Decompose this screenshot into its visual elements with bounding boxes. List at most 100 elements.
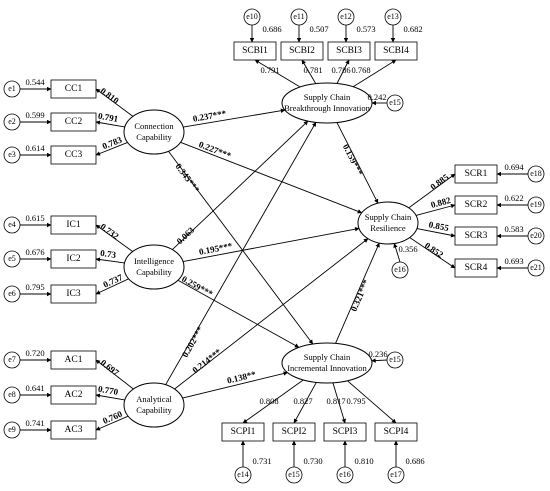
error-e13 bbox=[384, 8, 402, 26]
indicator-scr1-label: SCR1 bbox=[465, 169, 488, 179]
error-e8-label: e8 bbox=[8, 390, 16, 399]
path-cc-to-scr bbox=[180, 141, 363, 214]
path-coef-scbi-to-scr: 0.159*** bbox=[341, 142, 365, 177]
error-e8 bbox=[3, 386, 21, 404]
loading-ic3: 0.737 bbox=[102, 272, 125, 290]
variance-e20: 0.583 bbox=[504, 224, 523, 234]
variance-e2: 0.599 bbox=[25, 110, 44, 120]
path-scbi-to-scr bbox=[336, 122, 379, 204]
indicator-ic3-label: IC3 bbox=[66, 289, 81, 299]
error-e4 bbox=[3, 216, 21, 234]
indicator-scr4 bbox=[454, 258, 498, 278]
error-e11 bbox=[290, 8, 308, 26]
error-e18-label: e18 bbox=[530, 169, 542, 178]
disturbance-scr-label: e16 bbox=[394, 265, 406, 274]
latent-cc bbox=[123, 109, 185, 155]
latent-scr bbox=[357, 201, 419, 245]
path-ac-to-scr bbox=[174, 238, 369, 390]
indicator-scbi3 bbox=[327, 41, 371, 61]
error-e1-label: e1 bbox=[8, 84, 16, 93]
loading-path-scpi3 bbox=[332, 382, 346, 424]
path-coef-ac-to-scr: 0.214*** bbox=[190, 346, 223, 375]
error-e2 bbox=[3, 113, 21, 131]
indicator-ac3-label: AC3 bbox=[65, 425, 83, 435]
path-coef-ac-to-scii: 0.138** bbox=[226, 369, 257, 386]
variance-e1: 0.544 bbox=[25, 77, 45, 87]
disturbance-path-scii bbox=[371, 358, 388, 363]
indicator-scr4-label: SCR4 bbox=[465, 263, 488, 273]
indicator-ic1-label: IC1 bbox=[66, 220, 81, 230]
loading-scr2: 0.882 bbox=[430, 195, 453, 210]
variance-e10: 0.686 bbox=[262, 24, 281, 34]
indicator-scbi1-label: SCBI1 bbox=[242, 46, 268, 56]
indicator-ic2 bbox=[50, 249, 97, 269]
variance-e14: 0.731 bbox=[252, 456, 271, 466]
loading-path-scr3 bbox=[416, 228, 456, 238]
variance-e19: 0.622 bbox=[504, 193, 523, 203]
error-e21-label: e21 bbox=[530, 263, 542, 272]
loading-ac3: 0.760 bbox=[101, 409, 124, 426]
variance-e11: 0.507 bbox=[309, 24, 328, 34]
loading-cc1: 0.810 bbox=[98, 86, 121, 106]
variance-e18: 0.694 bbox=[504, 162, 524, 172]
variance-e3: 0.614 bbox=[25, 143, 45, 153]
loading-path-scpi1 bbox=[242, 379, 304, 424]
indicator-cc1 bbox=[50, 79, 97, 99]
variance-e13: 0.682 bbox=[403, 24, 422, 34]
latent-scii-label-1: Supply Chain bbox=[304, 352, 351, 362]
latent-scbi bbox=[281, 82, 373, 124]
loading-path-scpi2 bbox=[293, 382, 317, 424]
variance-e6: 0.795 bbox=[25, 282, 44, 292]
error-e17-label: e17 bbox=[390, 470, 402, 479]
loading-path-scbi3 bbox=[336, 59, 350, 84]
error-e11-label: e11 bbox=[293, 12, 304, 21]
loading-scbi4: 0.768 bbox=[351, 65, 370, 75]
loading-scpi2: 0.827 bbox=[293, 396, 312, 406]
error-e14 bbox=[234, 466, 252, 484]
indicator-ac1 bbox=[50, 350, 97, 370]
latent-ac bbox=[123, 382, 185, 428]
error-e14-label: e14 bbox=[237, 470, 249, 479]
error-e2-label: e2 bbox=[8, 117, 16, 126]
error-e5-label: e5 bbox=[8, 254, 16, 263]
latent-ac-label-1: Analytical bbox=[136, 394, 172, 404]
error-e18 bbox=[527, 165, 545, 183]
loading-ic1: 0.732 bbox=[98, 221, 121, 241]
disturbance-scr bbox=[391, 261, 409, 279]
indicator-ac2 bbox=[50, 385, 97, 405]
path-coef-cc-to-scii: 0.345*** bbox=[173, 161, 202, 194]
error-e12 bbox=[337, 8, 355, 26]
latent-scbi-label-2: Breakthrough Innovation bbox=[284, 103, 370, 113]
indicator-cc2-label: CC2 bbox=[65, 117, 83, 127]
loading-path-scr2 bbox=[415, 203, 456, 216]
loading-path-cc1 bbox=[95, 88, 134, 117]
disturbance-scii bbox=[386, 351, 404, 369]
indicator-scpi2-label: SCPI2 bbox=[282, 427, 307, 437]
error-e17 bbox=[387, 466, 405, 484]
loading-path-scr1 bbox=[408, 173, 456, 209]
loading-scpi3: 0.817 bbox=[326, 396, 345, 406]
disturbance-scbi-label: e15 bbox=[389, 98, 401, 107]
loading-scr4: 0.852 bbox=[423, 240, 446, 260]
path-cc-to-scbi bbox=[183, 108, 286, 128]
error-e7-label: e7 bbox=[8, 355, 16, 364]
path-ac-to-scii bbox=[182, 371, 288, 399]
error-e4-label: e4 bbox=[8, 220, 16, 229]
loading-path-scbi2 bbox=[301, 59, 317, 84]
indicator-scr1 bbox=[454, 164, 498, 184]
error-e6-label: e6 bbox=[8, 289, 16, 298]
loading-path-scbi4 bbox=[352, 59, 397, 88]
loading-ac1: 0.697 bbox=[99, 357, 122, 378]
loading-path-ac3 bbox=[95, 415, 129, 431]
indicator-scpi1 bbox=[221, 422, 265, 442]
path-coef-ic-to-scii: 0.259*** bbox=[180, 274, 215, 299]
disturbance-scii-variance: 0.236 bbox=[368, 349, 387, 359]
latent-scii bbox=[281, 342, 373, 384]
latent-scr-label-1: Supply Chain bbox=[365, 212, 412, 222]
error-e16-label: e16 bbox=[339, 470, 351, 479]
latent-ic bbox=[123, 244, 185, 290]
indicator-scbi2-label: SCBI2 bbox=[289, 46, 315, 56]
indicator-scr2 bbox=[454, 195, 498, 215]
